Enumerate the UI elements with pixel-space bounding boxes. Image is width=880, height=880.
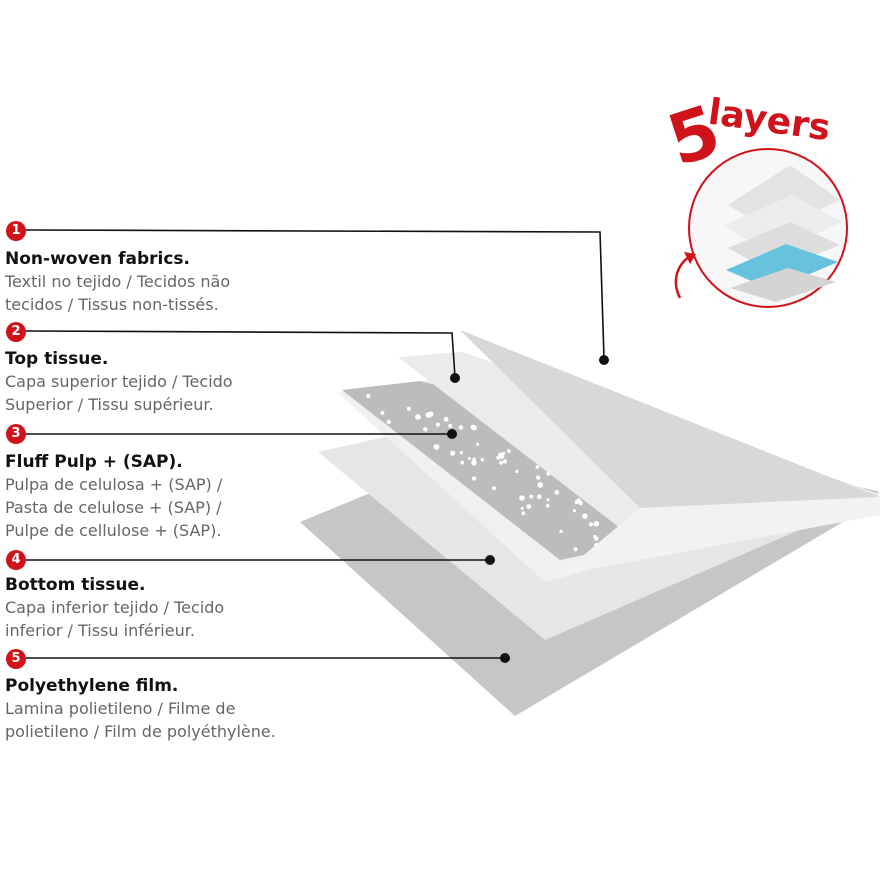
sap-dot	[435, 422, 440, 427]
sap-dot	[458, 425, 464, 430]
callout-line-1	[25, 229, 605, 359]
layer-2-label: Top tissue. Capa superior tejido / Tecid…	[5, 346, 335, 416]
layer-5-title: Polyethylene film.	[5, 676, 179, 696]
callout-dot-2	[450, 373, 460, 383]
sap-dot	[406, 406, 411, 411]
sap-dot	[507, 449, 511, 453]
inset-layer-sap	[726, 244, 838, 290]
badge-5: 5	[6, 649, 26, 669]
sap-dot	[559, 529, 563, 534]
sap-dot	[433, 444, 440, 450]
layer-5-label: Polyethylene film. Lamina polietileno / …	[5, 673, 335, 743]
callout-line-2	[25, 330, 456, 378]
sap-dot	[554, 490, 560, 495]
sap-dot	[499, 460, 504, 465]
sap-dot	[578, 501, 583, 506]
sap-dot	[588, 522, 594, 527]
callout-dot-4	[485, 555, 495, 565]
sap-dot	[529, 494, 534, 499]
layer-2-title: Top tissue.	[5, 349, 109, 369]
layer-1-label: Non-woven fabrics. Textil no tejido / Te…	[5, 246, 335, 316]
badge-3: 3	[6, 424, 26, 444]
layer-1-desc: Textil no tejido / Tecidos não tecidos /…	[5, 272, 231, 314]
sap-dot	[470, 424, 476, 430]
layer-3-title: Fluff Pulp + (SAP).	[5, 452, 183, 472]
sap-dot	[593, 534, 597, 539]
sap-dot	[520, 506, 524, 510]
layer-2-desc: Capa superior tejido / Tecido Superior /…	[5, 372, 233, 414]
sap-dot	[425, 412, 432, 418]
callout-dot-3	[447, 429, 457, 439]
sap-dot	[476, 442, 480, 446]
sap-dot	[526, 504, 532, 509]
sap-dot	[582, 513, 588, 519]
sap-dot	[515, 469, 519, 474]
five-layers-logo: 5 layers	[648, 89, 848, 300]
callout-dot-5	[500, 653, 510, 663]
sap-dot	[386, 419, 391, 425]
brand-word: layers	[705, 91, 833, 150]
sap-dot	[450, 450, 456, 456]
sap-dot	[502, 451, 506, 455]
sap-dot	[572, 509, 577, 513]
layer-1-title: Non-woven fabrics.	[5, 249, 190, 269]
sap-dot	[491, 486, 496, 491]
sap-dot	[472, 457, 476, 462]
arrow-icon	[674, 254, 691, 299]
layer-4-desc: Capa inferior tejido / Tecido inferior /…	[5, 598, 225, 640]
sap-dot	[537, 494, 542, 500]
sap-dot	[593, 521, 599, 527]
sap-dot	[546, 498, 550, 502]
sap-dot	[573, 547, 578, 552]
sap-dot	[380, 411, 385, 415]
arrowhead-icon	[684, 252, 696, 264]
sap-dot	[366, 394, 371, 399]
layer-5-desc: Lamina polietileno / Filme de polietilen…	[5, 699, 276, 741]
badge-1: 1	[6, 221, 26, 241]
sap-dot	[471, 476, 477, 481]
sap-dot	[546, 504, 550, 508]
sap-dot	[480, 458, 484, 462]
layer-3-label: Fluff Pulp + (SAP). Pulpa de celulosa + …	[5, 449, 335, 542]
badge-2: 2	[6, 322, 26, 342]
sap-dot	[423, 427, 428, 432]
sap-dot	[471, 461, 477, 466]
sap-dot	[574, 500, 579, 505]
sap-dot	[460, 460, 465, 465]
sap-dot	[521, 511, 526, 516]
sap-dot	[467, 457, 471, 460]
inset-layer-bottom	[730, 268, 836, 302]
sap-dot	[415, 414, 421, 420]
layer-non-woven-fold	[560, 497, 880, 575]
layer-non-woven-fabrics	[460, 330, 880, 508]
callout-dot-1	[599, 355, 609, 365]
sap-dot	[535, 465, 540, 469]
sap-dot	[502, 459, 508, 464]
layer-4-title: Bottom tissue.	[5, 575, 146, 595]
layer-3-desc: Pulpa de celulosa + (SAP) / Pasta de cel…	[5, 475, 223, 540]
sap-dot	[537, 482, 544, 488]
sap-dot	[443, 416, 449, 422]
badge-4: 4	[6, 550, 26, 570]
sap-dot	[448, 423, 453, 428]
sap-dot	[519, 495, 525, 501]
sap-dot	[459, 451, 463, 455]
sap-dot	[536, 475, 541, 480]
layer-4-label: Bottom tissue. Capa inferior tejido / Te…	[5, 572, 335, 642]
